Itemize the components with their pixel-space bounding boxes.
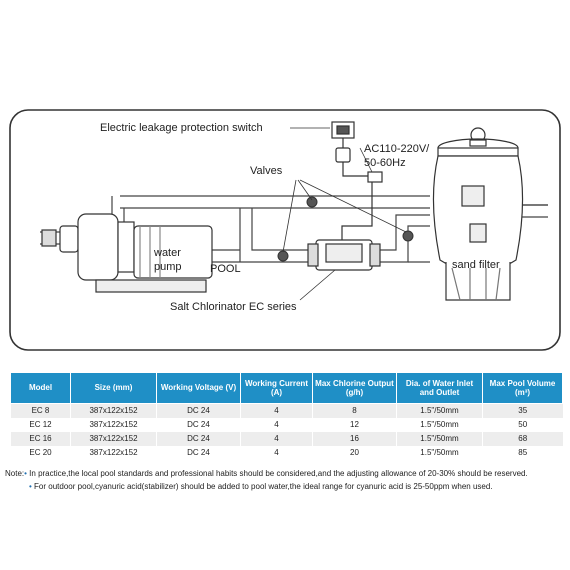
pool-system-diagram: Electric leakage protection switch AC110… bbox=[9, 109, 561, 351]
spec-table: Model Size (mm) Working Voltage (V) Work… bbox=[10, 372, 563, 460]
cell-current: 4 bbox=[240, 432, 313, 446]
table-row: EC 20 387x122x152 DC 24 4 20 1.5"/50mm 8… bbox=[10, 446, 563, 460]
cell-model: EC 20 bbox=[10, 446, 71, 460]
cell-inlet-outlet: 1.5"/50mm bbox=[396, 432, 483, 446]
cell-chlorine-output: 12 bbox=[312, 418, 397, 432]
cell-pool-volume: 68 bbox=[482, 432, 563, 446]
cell-size: 387x122x152 bbox=[70, 446, 157, 460]
label-sand-filter: sand filter bbox=[452, 259, 500, 271]
electric-leakage-switch bbox=[331, 121, 383, 183]
cell-pool-volume: 85 bbox=[482, 446, 563, 460]
cell-inlet-outlet: 1.5"/50mm bbox=[396, 446, 483, 460]
cell-chlorine-output: 16 bbox=[312, 432, 397, 446]
cell-voltage: DC 24 bbox=[156, 418, 241, 432]
header-working-voltage: Working Voltage (V) bbox=[156, 372, 241, 404]
header-max-pool-volume: Max Pool Volume (m³) bbox=[482, 372, 563, 404]
cell-current: 4 bbox=[240, 418, 313, 432]
valve-pointers bbox=[282, 179, 407, 253]
notes: Note:• In practice,the local pool standa… bbox=[5, 467, 565, 493]
label-water-pump-line1: water bbox=[153, 247, 181, 259]
bullet-icon: • bbox=[29, 482, 32, 491]
cell-inlet-outlet: 1.5"/50mm bbox=[396, 403, 483, 418]
note-text-2: For outdoor pool,cyanuric acid(stabilize… bbox=[34, 482, 493, 491]
note-text-1: In practice,the local pool standards and… bbox=[29, 469, 528, 478]
cell-inlet-outlet: 1.5"/50mm bbox=[396, 418, 483, 432]
cell-pool-volume: 50 bbox=[482, 418, 563, 432]
label-salt-chlorinator: Salt Chlorinator EC series bbox=[170, 301, 297, 313]
cell-pool-volume: 35 bbox=[482, 403, 563, 418]
note-line-2: • For outdoor pool,cyanuric acid(stabili… bbox=[5, 480, 565, 493]
cell-voltage: DC 24 bbox=[156, 432, 241, 446]
bullet-icon: • bbox=[24, 469, 27, 478]
label-water-pump-line2: pump bbox=[154, 261, 182, 273]
cell-model: EC 12 bbox=[10, 418, 71, 432]
note-label: Note: bbox=[5, 469, 25, 478]
cell-size: 387x122x152 bbox=[70, 403, 157, 418]
label-electric-switch: Electric leakage protection switch bbox=[100, 122, 263, 134]
label-power: AC110-220V/ bbox=[364, 143, 430, 155]
sand-filter bbox=[432, 127, 524, 301]
table-row: EC 8 387x122x152 DC 24 4 8 1.5"/50mm 35 bbox=[10, 403, 563, 418]
table-row: EC 12 387x122x152 DC 24 4 12 1.5"/50mm 5… bbox=[10, 418, 563, 432]
cell-voltage: DC 24 bbox=[156, 446, 241, 460]
table-header-row: Model Size (mm) Working Voltage (V) Work… bbox=[10, 372, 563, 404]
header-working-current: Working Current (A) bbox=[240, 372, 313, 404]
header-water-inlet-outlet: Dia. of Water Inlet and Outlet bbox=[396, 372, 483, 404]
cell-current: 4 bbox=[240, 446, 313, 460]
water-pump bbox=[41, 213, 213, 293]
cell-model: EC 16 bbox=[10, 432, 71, 446]
valves bbox=[277, 196, 414, 262]
diagram-frame bbox=[9, 109, 561, 351]
salt-chlorinator-cell bbox=[307, 180, 381, 271]
header-max-chlorine-output: Max Chlorine Output (g/h) bbox=[312, 372, 397, 404]
cell-size: 387x122x152 bbox=[70, 418, 157, 432]
cell-current: 4 bbox=[240, 403, 313, 418]
label-valves: Valves bbox=[250, 165, 283, 177]
cell-size: 387x122x152 bbox=[70, 432, 157, 446]
cell-chlorine-output: 20 bbox=[312, 446, 397, 460]
cell-voltage: DC 24 bbox=[156, 403, 241, 418]
header-size: Size (mm) bbox=[70, 372, 157, 404]
cell-chlorine-output: 8 bbox=[312, 403, 397, 418]
note-line-1: Note:• In practice,the local pool standa… bbox=[5, 467, 565, 480]
header-model: Model bbox=[10, 372, 71, 404]
cell-model: EC 8 bbox=[10, 403, 71, 418]
table-row: EC 16 387x122x152 DC 24 4 16 1.5"/50mm 6… bbox=[10, 432, 563, 446]
label-frequency: 50-60Hz bbox=[364, 157, 406, 169]
label-pool: POOL bbox=[210, 263, 241, 275]
